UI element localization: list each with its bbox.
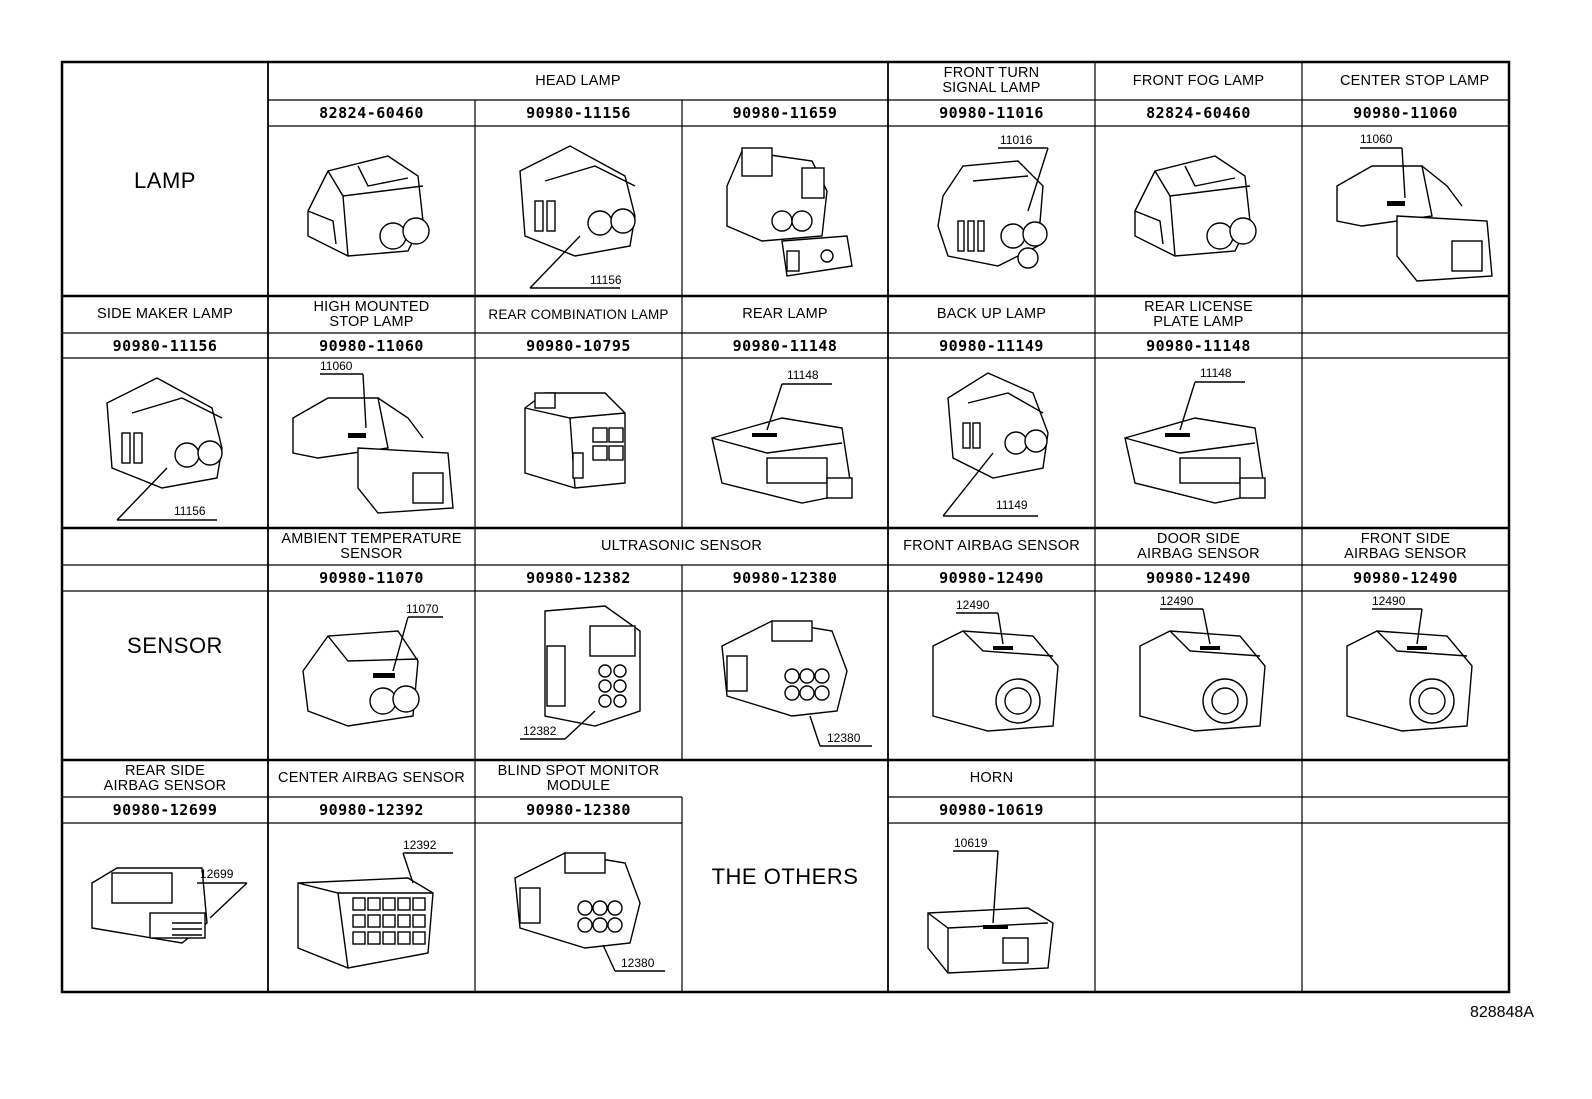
header-head-lamp: HEAD LAMP — [535, 72, 621, 89]
callout-label: 12380 — [827, 731, 861, 745]
part-number: 90980-11070 — [319, 569, 424, 587]
callout-label: 11148 — [787, 368, 819, 382]
part-number: 90980-12490 — [1146, 569, 1251, 587]
connector-drawing — [524, 392, 626, 489]
connector-drawing: 11060 — [1336, 132, 1493, 282]
callout-label: 11060 — [1360, 132, 1393, 146]
connector-drawing: 11148 — [1124, 366, 1266, 504]
connector-drawing: 11156 — [106, 377, 223, 521]
callout-label: 10619 — [954, 836, 988, 850]
callout-label: 12490 — [1160, 594, 1194, 608]
callout-label: 11149 — [996, 498, 1028, 512]
header-center-stop-lamp: CENTER STOP LAMP — [1340, 72, 1490, 89]
callout-label: 11070 — [406, 602, 439, 616]
callout-label: 11156 — [174, 504, 206, 518]
connector-drawing: 11149 — [942, 372, 1049, 517]
callout-label: 12382 — [523, 724, 557, 738]
callout-label: 11060 — [320, 359, 353, 373]
connector-drawing: 12490 — [1346, 594, 1473, 732]
header-blind-spot-monitor-module: BLIND SPOT MONITOR MODULE — [497, 762, 660, 794]
header-ambient-temperature-sensor: AMBIENT TEMPERATURE SENSOR — [281, 530, 462, 562]
header-ultrasonic-sensor: ULTRASONIC SENSOR — [600, 538, 763, 554]
callout-label: 12699 — [200, 867, 234, 881]
part-number: 90980-11148 — [1146, 336, 1251, 355]
connector-drawing: 12380 — [514, 852, 665, 972]
part-number: 90980-12380 — [732, 569, 838, 587]
callout-label: 11016 — [1000, 133, 1033, 147]
part-number: 90980-10795 — [526, 336, 631, 355]
callout-label: 12490 — [1372, 594, 1406, 608]
connector-drawing: 12380 — [721, 620, 872, 747]
header-side-maker-lamp: SIDE MAKER LAMP — [97, 306, 233, 322]
part-number: 90980-12392 — [319, 801, 424, 819]
callout-label: 12380 — [621, 956, 655, 970]
category-sensor: SENSOR — [127, 633, 223, 658]
connector-drawing: 11148 — [711, 368, 853, 504]
category-lamp: LAMP — [134, 168, 196, 193]
connector-drawing: 11060 — [292, 359, 454, 514]
part-number: 90980-11156 — [526, 104, 631, 122]
part-number: 90980-12699 — [112, 801, 218, 819]
connector-drawing: 11156 — [519, 145, 636, 289]
connector-drawing: 10619 — [927, 836, 1054, 974]
connector-drawing — [1134, 155, 1257, 257]
drawing-code: 828848A — [1469, 1004, 1534, 1021]
header-rear-lamp: REAR LAMP — [742, 306, 828, 322]
header-rear-combination-lamp: REAR COMBINATION LAMP — [488, 307, 669, 322]
connector-drawing: 11070 — [302, 602, 443, 727]
header-door-side-airbag-sensor: DOOR SIDE AIRBAG SENSOR — [1137, 530, 1260, 562]
part-number: 90980-11148 — [732, 336, 838, 355]
part-number: 82824-60460 — [319, 104, 424, 122]
connector-drawing: 12382 — [520, 605, 641, 740]
callout-label: 12392 — [403, 838, 437, 852]
callout-label: 11148 — [1200, 366, 1232, 380]
part-number: 90980-11060 — [319, 336, 424, 355]
connector-drawing — [307, 155, 430, 257]
connector-drawing: 11016 — [937, 133, 1049, 269]
connector-drawing: 12490 — [932, 598, 1059, 732]
header-rear-license-plate-lamp: REAR LICENSE PLATE LAMP — [1144, 298, 1253, 330]
header-back-up-lamp: BACK UP LAMP — [936, 306, 1047, 322]
connector-drawing: 12490 — [1139, 594, 1266, 732]
header-high-mounted-stop-lamp: HIGH MOUNTED STOP LAMP — [313, 298, 430, 330]
connector-drawing — [726, 147, 853, 277]
header-front-airbag-sensor: FRONT AIRBAG SENSOR — [903, 538, 1080, 554]
part-number: 90980-10619 — [939, 801, 1044, 819]
part-number: 90980-11016 — [939, 104, 1044, 122]
part-number: 90980-12490 — [1353, 569, 1458, 587]
connector-drawing: 12699 — [91, 867, 248, 944]
connector-drawing: 12392 — [297, 838, 453, 969]
category-others: THE OTHERS — [711, 864, 859, 889]
part-number: 90980-12490 — [939, 569, 1044, 587]
header-front-turn-signal-lamp: FRONT TURN SIGNAL LAMP — [942, 65, 1041, 96]
header-front-fog-lamp: FRONT FOG LAMP — [1132, 72, 1265, 89]
part-number: 90980-12380 — [526, 801, 631, 819]
part-number: 90980-12382 — [526, 569, 631, 587]
header-center-airbag-sensor: CENTER AIRBAG SENSOR — [278, 770, 465, 786]
part-number: 90980-11659 — [732, 104, 838, 122]
header-front-side-airbag-sensor: FRONT SIDE AIRBAG SENSOR — [1344, 530, 1467, 562]
part-number: 90980-11149 — [939, 336, 1044, 355]
header-horn: HORN — [969, 770, 1014, 786]
callout-label: 11156 — [590, 273, 622, 287]
callout-label: 12490 — [956, 598, 990, 612]
part-number: 90980-11060 — [1353, 104, 1458, 122]
part-number: 90980-11156 — [112, 336, 218, 355]
header-rear-side-airbag-sensor: REAR SIDE AIRBAG SENSOR — [103, 762, 227, 794]
part-number: 82824-60460 — [1146, 104, 1251, 122]
